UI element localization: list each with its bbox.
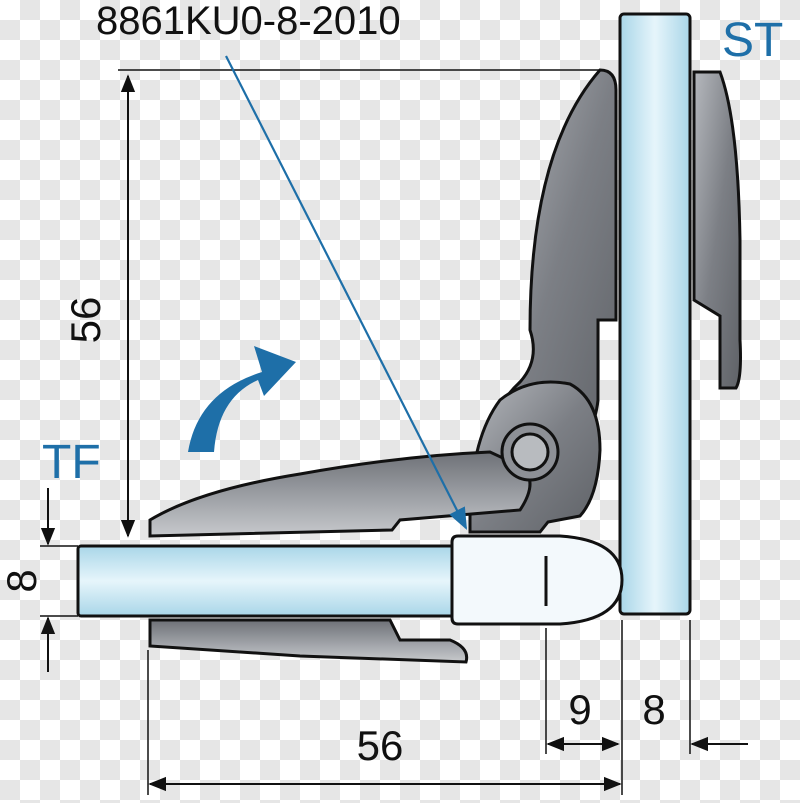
dim-label-gap-9: 9	[568, 686, 591, 733]
hinge-pin-inner	[510, 432, 550, 472]
right-clamp-plate	[692, 70, 742, 390]
dim-label-horizontal-56: 56	[357, 722, 404, 769]
stationary-glass-label: ST	[722, 14, 783, 67]
part-number-pointer	[225, 55, 467, 530]
dim-label-left-8: 8	[0, 569, 45, 592]
rotation-arrow-icon	[188, 346, 296, 452]
dim-label-vertical-56: 56	[62, 297, 109, 344]
part-number-label: 8861KU0-8-2010	[96, 0, 401, 43]
dim-label-right-8: 8	[642, 686, 665, 733]
seal-profile	[450, 534, 624, 626]
stationary-glass-panel	[618, 12, 692, 616]
turning-glass-label: TF	[42, 436, 101, 489]
lower-clamp-plate	[148, 618, 469, 664]
lower-hinge-arm	[148, 450, 532, 538]
